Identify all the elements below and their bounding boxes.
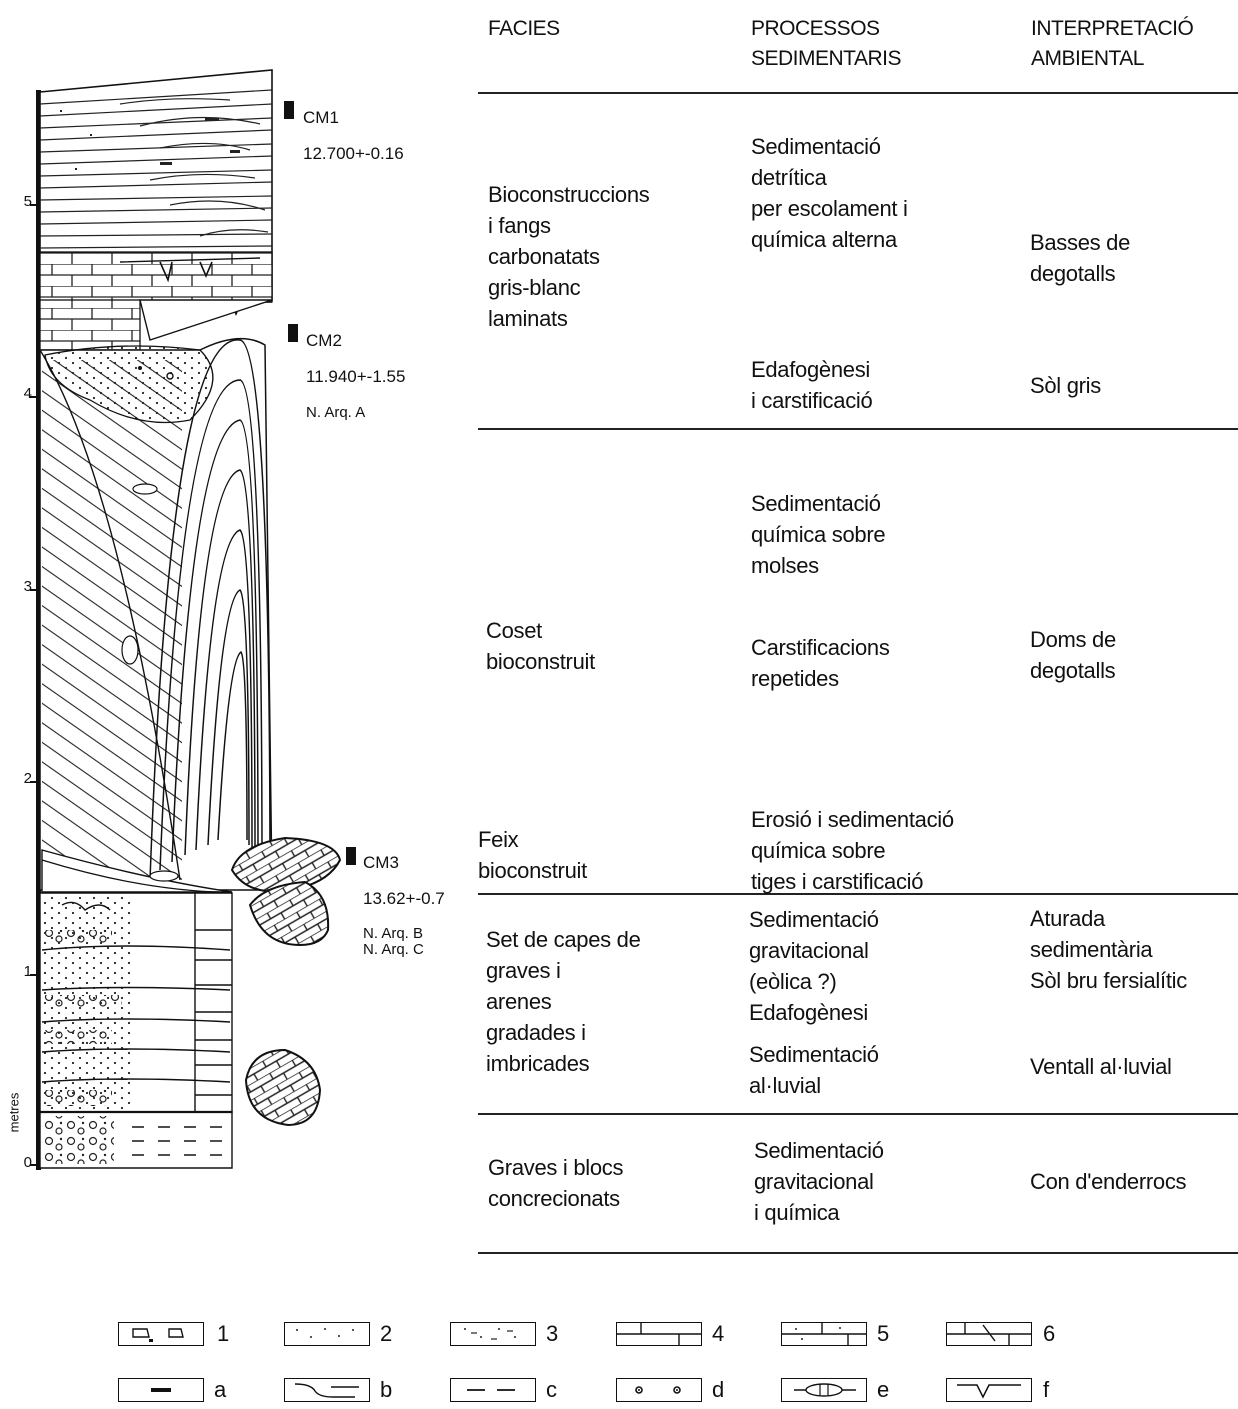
facies-3: Feix bioconstruit xyxy=(478,824,587,886)
process-1: Sedimentació detrítica per escolament i … xyxy=(751,131,908,255)
axis-tick-5: 5 xyxy=(12,193,32,210)
legend-label-1: 1 xyxy=(217,1321,229,1347)
sample-cm2-notes: N. Arq. A xyxy=(306,404,405,422)
legend-symbol-e-icon xyxy=(781,1378,867,1402)
legend-symbol-f-icon xyxy=(946,1378,1032,1402)
sample-cm2-date: 11.940+-1.55 xyxy=(306,368,405,386)
sample-cm1-date: 12.700+-0.16 xyxy=(303,145,404,163)
legend-label-e: e xyxy=(877,1377,889,1403)
legend-symbol-4-icon xyxy=(616,1322,702,1346)
process-4: Carstificacions repetides xyxy=(751,632,890,694)
interpretation-4: Aturada sedimentària Sòl bru fersialític xyxy=(1030,903,1187,996)
legend-label-f: f xyxy=(1043,1377,1049,1403)
interpretation-6: Con d'enderrocs xyxy=(1030,1166,1186,1197)
process-3: Sedimentació química sobre molses xyxy=(751,488,885,581)
legend-label-4: 4 xyxy=(712,1321,724,1347)
legend-symbol-b-icon xyxy=(284,1378,370,1402)
sample-cm3-date: 13.62+-0.7 xyxy=(363,890,445,908)
axis-tick-0: 0 xyxy=(12,1154,32,1171)
sample-cm3-code: CM3 xyxy=(363,854,445,872)
sample-marker-cm1 xyxy=(284,101,294,119)
process-8: Sedimentació gravitacional i química xyxy=(754,1135,884,1228)
interpretation-2: Sòl gris xyxy=(1030,370,1101,401)
axis-unit-label: metres xyxy=(6,1093,21,1133)
table-rule-bottom xyxy=(478,1252,1238,1254)
header-processes: PROCESSOS SEDIMENTARIS xyxy=(751,14,901,74)
header-interpretation: INTERPRETACIÓ AMBIENTAL xyxy=(1031,14,1193,74)
facies-5: Graves i blocs concrecionats xyxy=(488,1152,623,1214)
sample-cm3-notes: N. Arq. B N. Arq. C xyxy=(363,926,445,958)
legend-symbol-3-icon xyxy=(450,1322,536,1346)
legend-symbol-1-icon xyxy=(118,1322,204,1346)
legend-label-b: b xyxy=(380,1377,392,1403)
legend-label-a: a xyxy=(214,1377,226,1403)
sample-cm2: CM2 11.940+-1.55 N. Arq. A xyxy=(306,314,405,440)
facies-4: Set de capes de graves i arenes gradades… xyxy=(486,924,641,1079)
interpretation-1: Basses de degotalls xyxy=(1030,227,1130,289)
limestone-block-lower xyxy=(246,1050,320,1125)
table-rule-header xyxy=(478,92,1238,94)
interpretation-5: Ventall al·luvial xyxy=(1030,1051,1172,1082)
process-6: Sedimentació gravitacional (eòlica ?) Ed… xyxy=(749,904,879,1028)
table-rule-3 xyxy=(478,1113,1238,1115)
process-5: Erosió i sedimentació química sobre tige… xyxy=(751,804,954,897)
facies-1: Bioconstruccions i fangs carbonatats gri… xyxy=(488,179,650,334)
interpretation-3: Doms de degotalls xyxy=(1030,624,1116,686)
legend-label-d: d xyxy=(712,1377,724,1403)
axis-tick-3: 3 xyxy=(12,578,32,595)
stratigraphic-column xyxy=(0,0,480,1260)
table-rule-1 xyxy=(478,428,1238,430)
legend-symbol-a-icon xyxy=(118,1378,204,1402)
legend-symbol-d-icon xyxy=(616,1378,702,1402)
legend-label-6: 6 xyxy=(1043,1321,1055,1347)
process-2: Edafogènesi i carstificació xyxy=(751,354,872,416)
legend-symbol-6-icon xyxy=(946,1322,1032,1346)
sample-cm1: CM1 12.700+-0.16 xyxy=(303,91,404,181)
header-facies: FACIES xyxy=(488,14,560,44)
legend-label-2: 2 xyxy=(380,1321,392,1347)
legend-label-c: c xyxy=(546,1377,557,1403)
sample-marker-cm2 xyxy=(288,324,298,342)
legend-symbol-2-icon xyxy=(284,1322,370,1346)
axis-tick-4: 4 xyxy=(12,385,32,402)
process-7: Sedimentació al·luvial xyxy=(749,1039,879,1101)
sample-marker-cm3 xyxy=(346,847,356,865)
sample-cm1-code: CM1 xyxy=(303,109,404,127)
sample-cm2-code: CM2 xyxy=(306,332,405,350)
sample-cm3: CM3 13.62+-0.7 N. Arq. B N. Arq. C xyxy=(363,836,445,976)
facies-2: Coset bioconstruit xyxy=(486,615,595,677)
legend-label-5: 5 xyxy=(877,1321,889,1347)
axis-tick-2: 2 xyxy=(12,770,32,787)
limestone-block-middle xyxy=(250,882,328,945)
legend-symbol-c-icon xyxy=(450,1378,536,1402)
legend-symbol-5-icon xyxy=(781,1322,867,1346)
axis-tick-1: 1 xyxy=(12,963,32,980)
legend-label-3: 3 xyxy=(546,1321,558,1347)
